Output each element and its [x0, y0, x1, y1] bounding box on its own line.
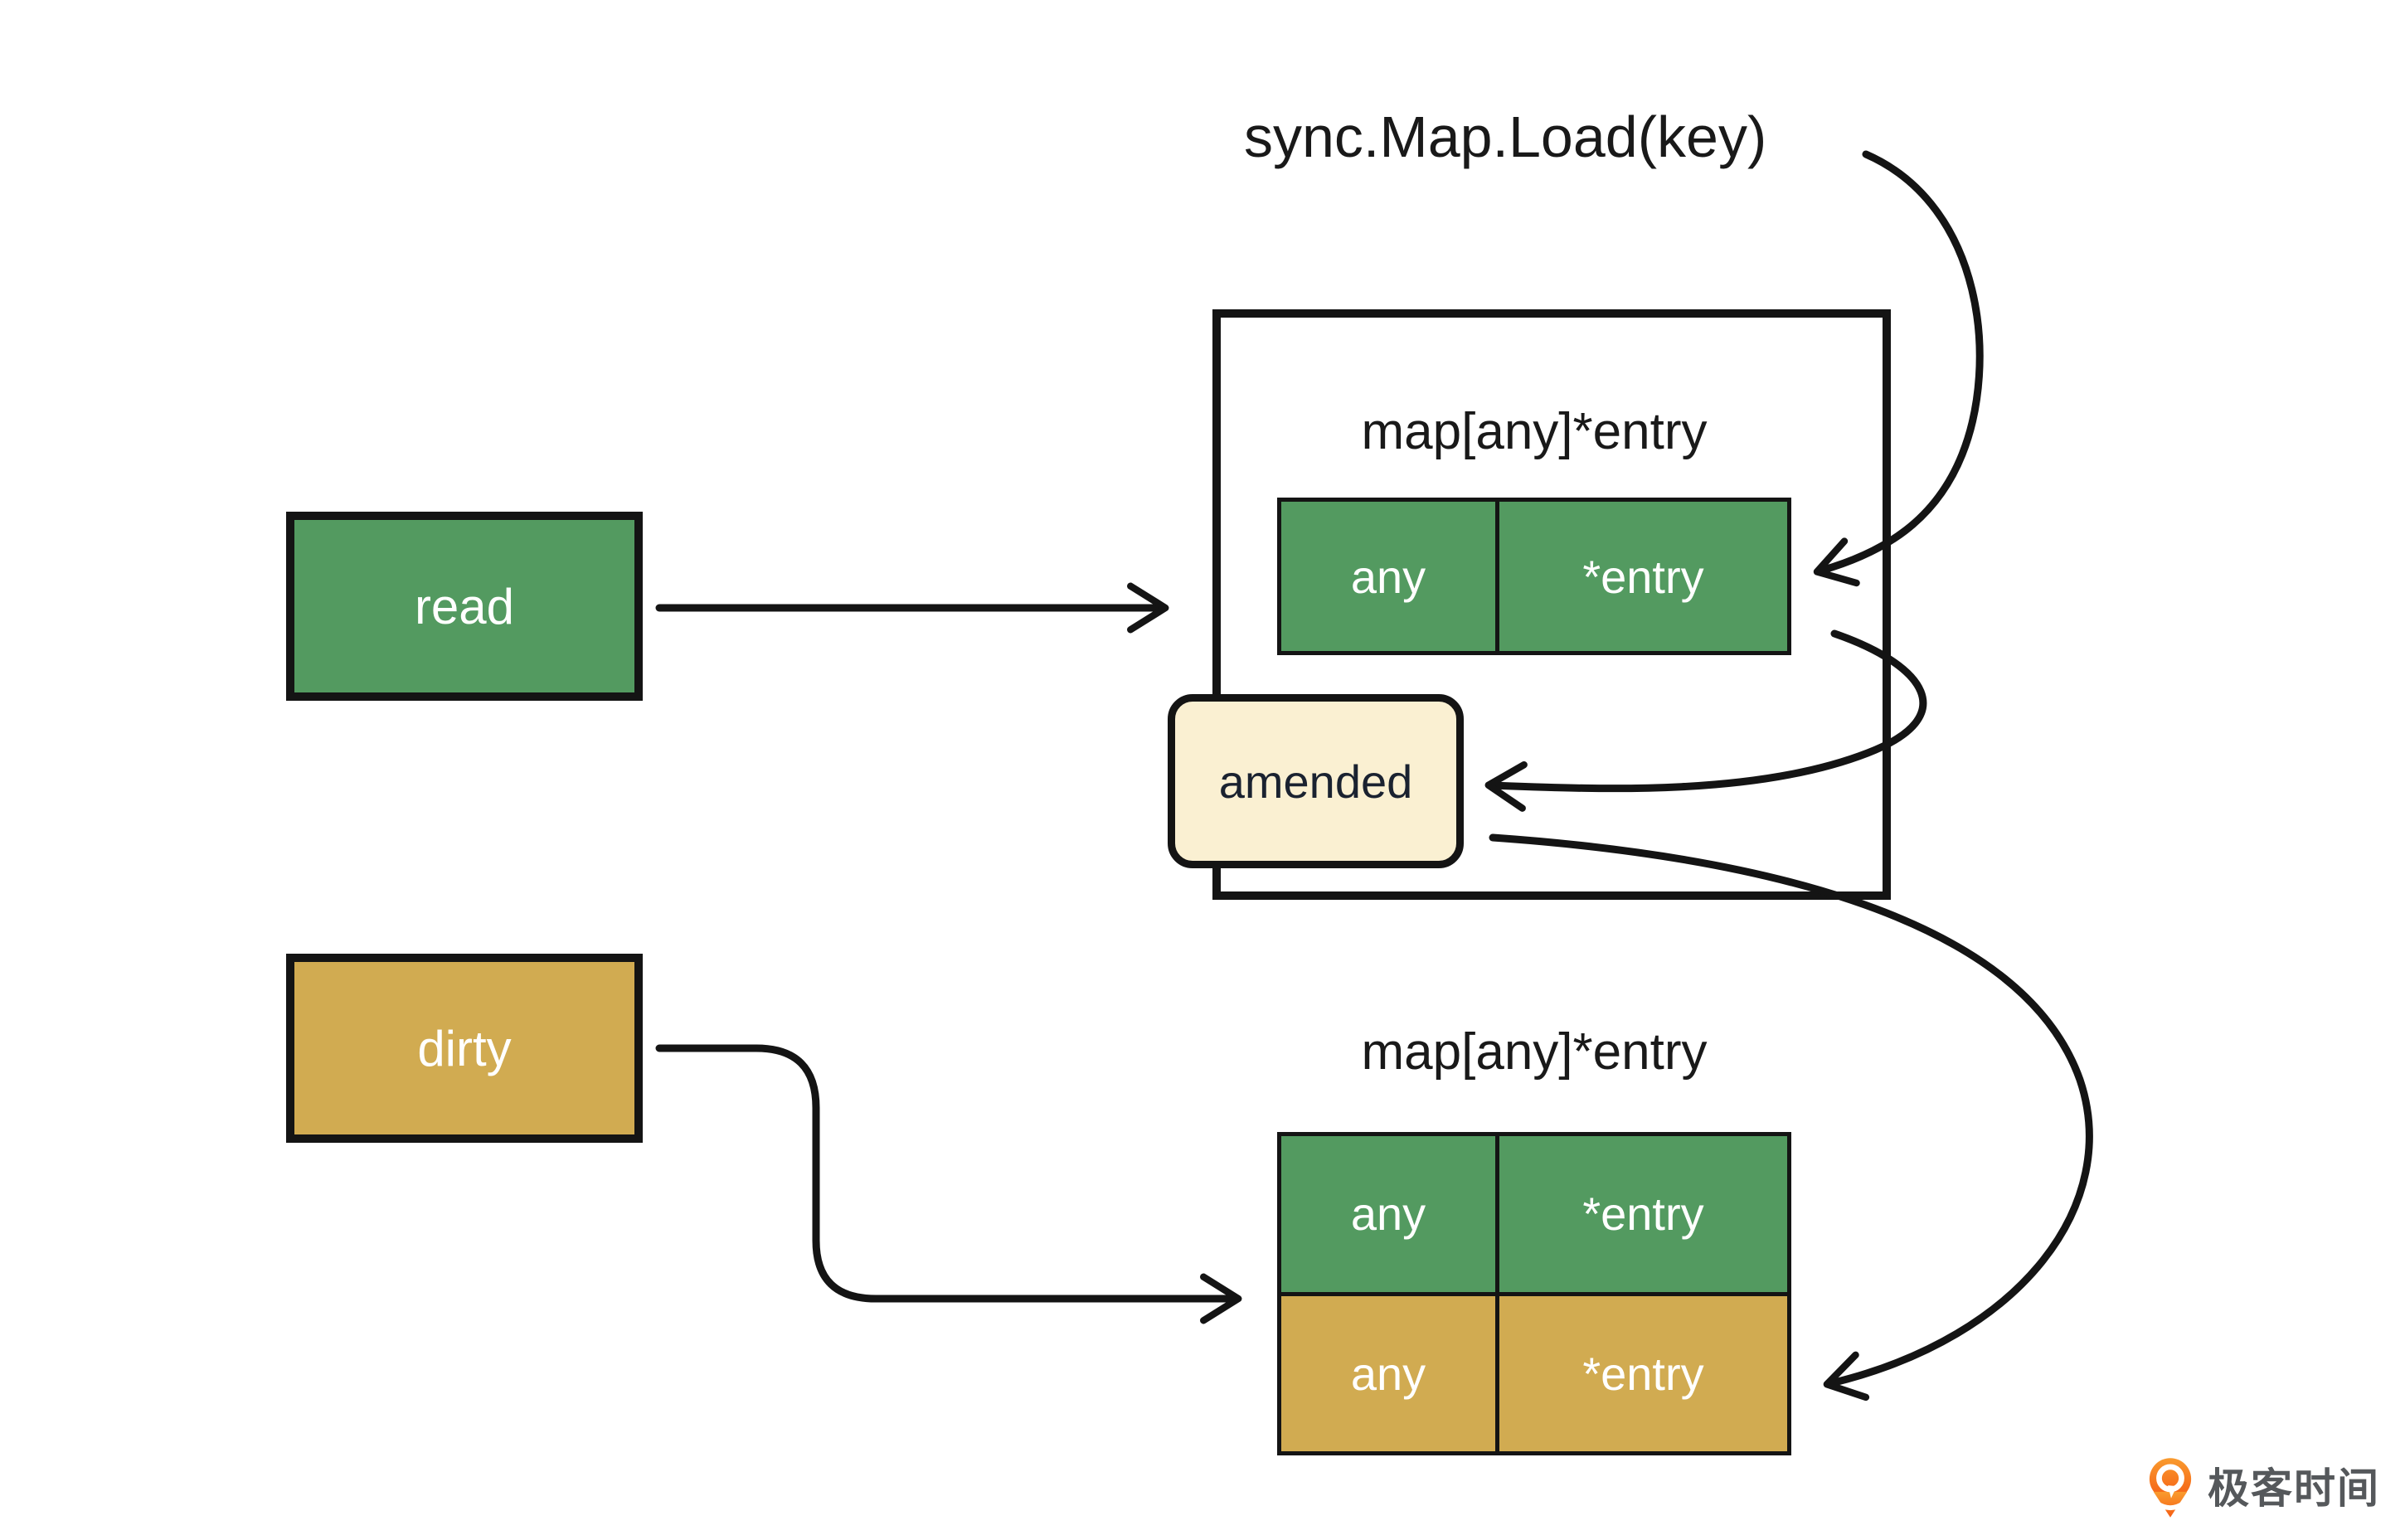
amended-label: amended: [1218, 755, 1413, 808]
read-map-cell-key: any: [1281, 502, 1499, 651]
arrow-dirty-to-dirty-map: [655, 1044, 1242, 1324]
dirty-map-cell-key-gold: any: [1281, 1295, 1499, 1451]
dirty-box-label: dirty: [417, 1020, 512, 1076]
dirty-box: dirty: [286, 954, 643, 1143]
dirty-map-table: any *entry any *entry: [1277, 1132, 1791, 1455]
dirty-map-title: map[any]*entry: [1361, 1023, 1708, 1081]
read-map-table: any *entry: [1277, 498, 1791, 655]
read-map-cell-entry: *entry: [1499, 502, 1787, 651]
read-box-label: read: [414, 578, 515, 634]
geektime-logo-text: 极客时间: [2208, 1465, 2380, 1512]
amended-badge: amended: [1168, 694, 1464, 868]
dirty-map-cell-key-green: any: [1281, 1136, 1499, 1292]
dirty-map-cell-entry-green: *entry: [1499, 1136, 1787, 1292]
dirty-map-row-read: any *entry: [1281, 1136, 1787, 1296]
read-map-row: any *entry: [1281, 502, 1787, 651]
dirty-map-row-dirty: any *entry: [1281, 1295, 1787, 1451]
geektime-logo-icon: [2149, 1458, 2192, 1518]
read-box: read: [286, 512, 643, 701]
read-map-title: map[any]*entry: [1361, 402, 1708, 460]
sync-map-load-annotation: sync.Map.Load(key): [1244, 104, 1767, 169]
dirty-map-cell-entry-gold: *entry: [1499, 1295, 1787, 1451]
geektime-logo: 极客时间: [2146, 1456, 2380, 1521]
